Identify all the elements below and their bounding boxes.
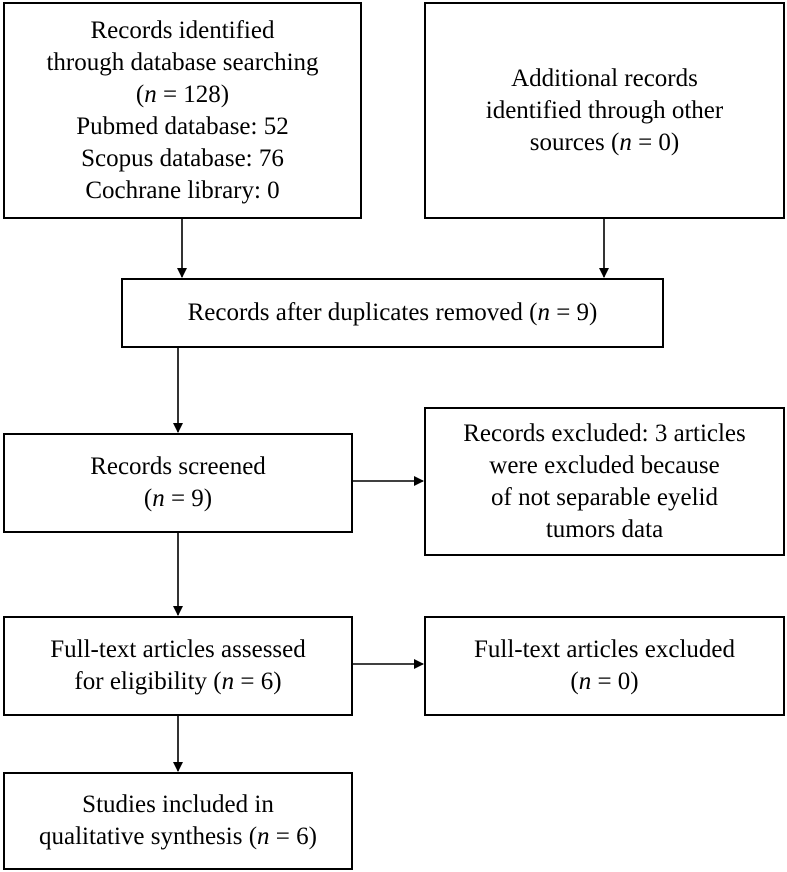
box-text-line: Records identified: [90, 16, 275, 44]
box-text-line: (n = 128): [135, 80, 230, 108]
box-text-line: Records after duplicates removed (n = 9): [187, 299, 598, 326]
box-additional-records: Additional records identified through oth…: [424, 2, 785, 219]
box-text-line: were excluded because: [489, 451, 720, 479]
box-fulltext-excluded: Full-text articles excluded (n = 0): [424, 616, 785, 716]
box-text-line: Scopus database: 76: [81, 144, 284, 172]
box-records-identified: Records identified through database searc…: [3, 2, 362, 219]
box-text-line: Records excluded: 3 articles: [463, 419, 746, 447]
box-text-line: Records screened: [90, 453, 266, 480]
box-text-line: through database searching: [46, 48, 319, 76]
box-studies-included: Studies included in qualitative synthesis…: [3, 772, 353, 870]
box-text-line: Studies included in: [82, 791, 274, 818]
box-text-line: tumors data: [545, 515, 664, 543]
box-text-line: Cochrane library: 0: [85, 176, 280, 204]
box-text-line: (n = 0): [570, 668, 639, 695]
box-text-line: (n = 9): [143, 485, 213, 512]
box-text-line: identified through other: [485, 96, 724, 124]
box-text-line: qualitative synthesis (n = 6): [39, 823, 317, 850]
box-text-line: sources (n = 0): [529, 128, 680, 156]
box-records-screened: Records screened (n = 9): [3, 433, 353, 533]
box-text-line: Full-text articles excluded: [473, 636, 736, 663]
box-records-excluded: Records excluded: 3 articles were exclude…: [424, 407, 785, 556]
box-fulltext-assessed: Full-text articles assessed for eligibili…: [3, 616, 353, 716]
box-text-line: of not separable eyelid: [491, 483, 718, 511]
box-text-line: Full-text articles assessed: [50, 636, 306, 663]
box-after-duplicates: Records after duplicates removed (n = 9): [121, 278, 664, 348]
box-text-line: Pubmed database: 52: [76, 112, 289, 140]
box-text-line: Additional records: [511, 64, 698, 92]
box-text-line: for eligibility (n = 6): [74, 668, 282, 695]
